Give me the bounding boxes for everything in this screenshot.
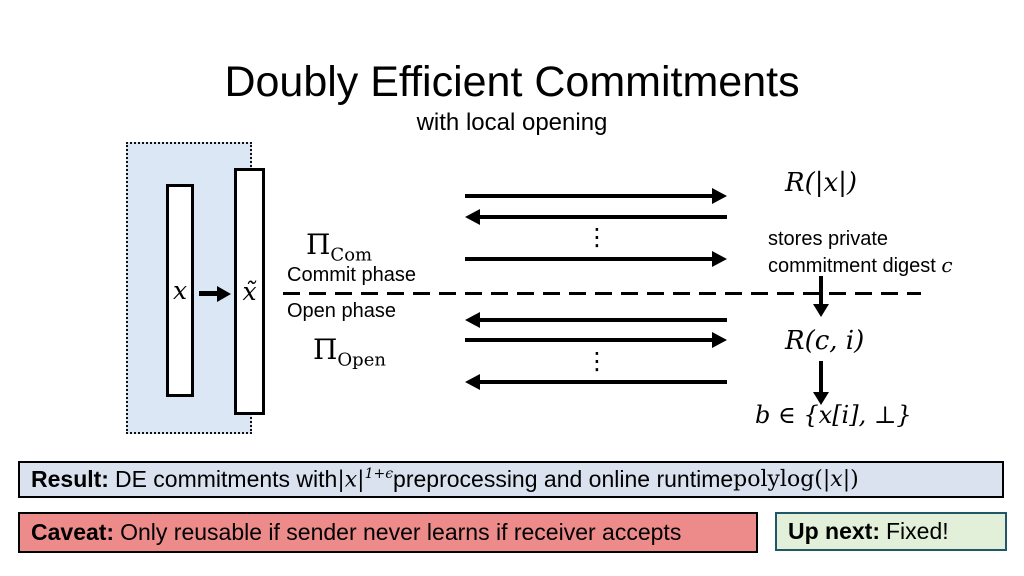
- open-message-arrow-left: [479, 380, 727, 384]
- result-label: Result:: [31, 466, 109, 492]
- pi-symbol: Π: [313, 333, 338, 366]
- commit-message-arrow-right: [465, 257, 713, 261]
- runtime-variable: x: [830, 467, 843, 492]
- preprocessing-cost-math: |x|1+ϵ: [337, 466, 394, 493]
- digest-variable: c: [941, 253, 953, 277]
- open-to-output-arrow: [819, 361, 823, 393]
- open-messages-ellipsis: ⋮: [585, 347, 609, 375]
- result-box: Result: DE commitments with |x|1+ϵ prepr…: [18, 461, 1004, 498]
- pi-symbol: Π: [306, 228, 331, 261]
- digest-to-open-arrow: [819, 276, 823, 305]
- encoded-column: x̃: [234, 168, 265, 415]
- upnext-box: Up next: Fixed!: [775, 512, 1007, 551]
- caveat-box: Caveat: Only reusable if sender never le…: [18, 512, 758, 553]
- open-message-arrow-left: [479, 318, 727, 322]
- commit-phase-label: Commit phase: [287, 264, 416, 286]
- commit-message-arrow-left: [479, 215, 727, 219]
- open-phase-label: Open phase: [287, 300, 396, 322]
- result-text-2: preprocessing and online runtime: [393, 466, 734, 492]
- pi-com-subscript: Com: [330, 244, 373, 266]
- receiver-commit-runtime: R(|x|): [785, 168, 858, 198]
- input-label: x: [172, 276, 188, 305]
- receiver-output: b ∈ {x[i], ⊥}: [755, 401, 912, 429]
- phase-divider-dashed-line: [283, 292, 921, 295]
- commit-messages-ellipsis: ⋮: [585, 223, 609, 251]
- result-text-1: DE commitments with: [114, 466, 338, 492]
- exponent: 1+ϵ: [364, 466, 394, 483]
- stores-note-line1: stores private: [768, 228, 889, 250]
- upnext-label: Up next:: [788, 518, 880, 544]
- encoded-label: x̃: [242, 277, 257, 306]
- runtime-function: polylog(|: [733, 467, 831, 492]
- page-title: Doubly Efficient Commitments: [224, 58, 800, 106]
- caveat-text: Only reusable if sender never learns if …: [120, 519, 682, 545]
- commit-protocol-label: ΠCom: [306, 228, 372, 264]
- pi-open-subscript: Open: [337, 349, 386, 371]
- runtime-close: |): [842, 467, 859, 492]
- receiver-stores-note: stores private commitment digest c: [768, 226, 953, 279]
- input-column: x: [166, 184, 194, 397]
- page-subtitle: with local opening: [416, 109, 608, 136]
- commit-message-arrow-right: [465, 194, 713, 198]
- caveat-label: Caveat:: [31, 519, 115, 545]
- open-message-arrow-right: [465, 338, 713, 342]
- encode-arrow: [199, 291, 218, 296]
- stores-note-line2: commitment digest: [768, 255, 942, 277]
- receiver-open-runtime: R(c, i): [785, 326, 865, 356]
- upnext-text: Fixed!: [886, 518, 949, 544]
- open-protocol-label: ΠOpen: [313, 333, 386, 369]
